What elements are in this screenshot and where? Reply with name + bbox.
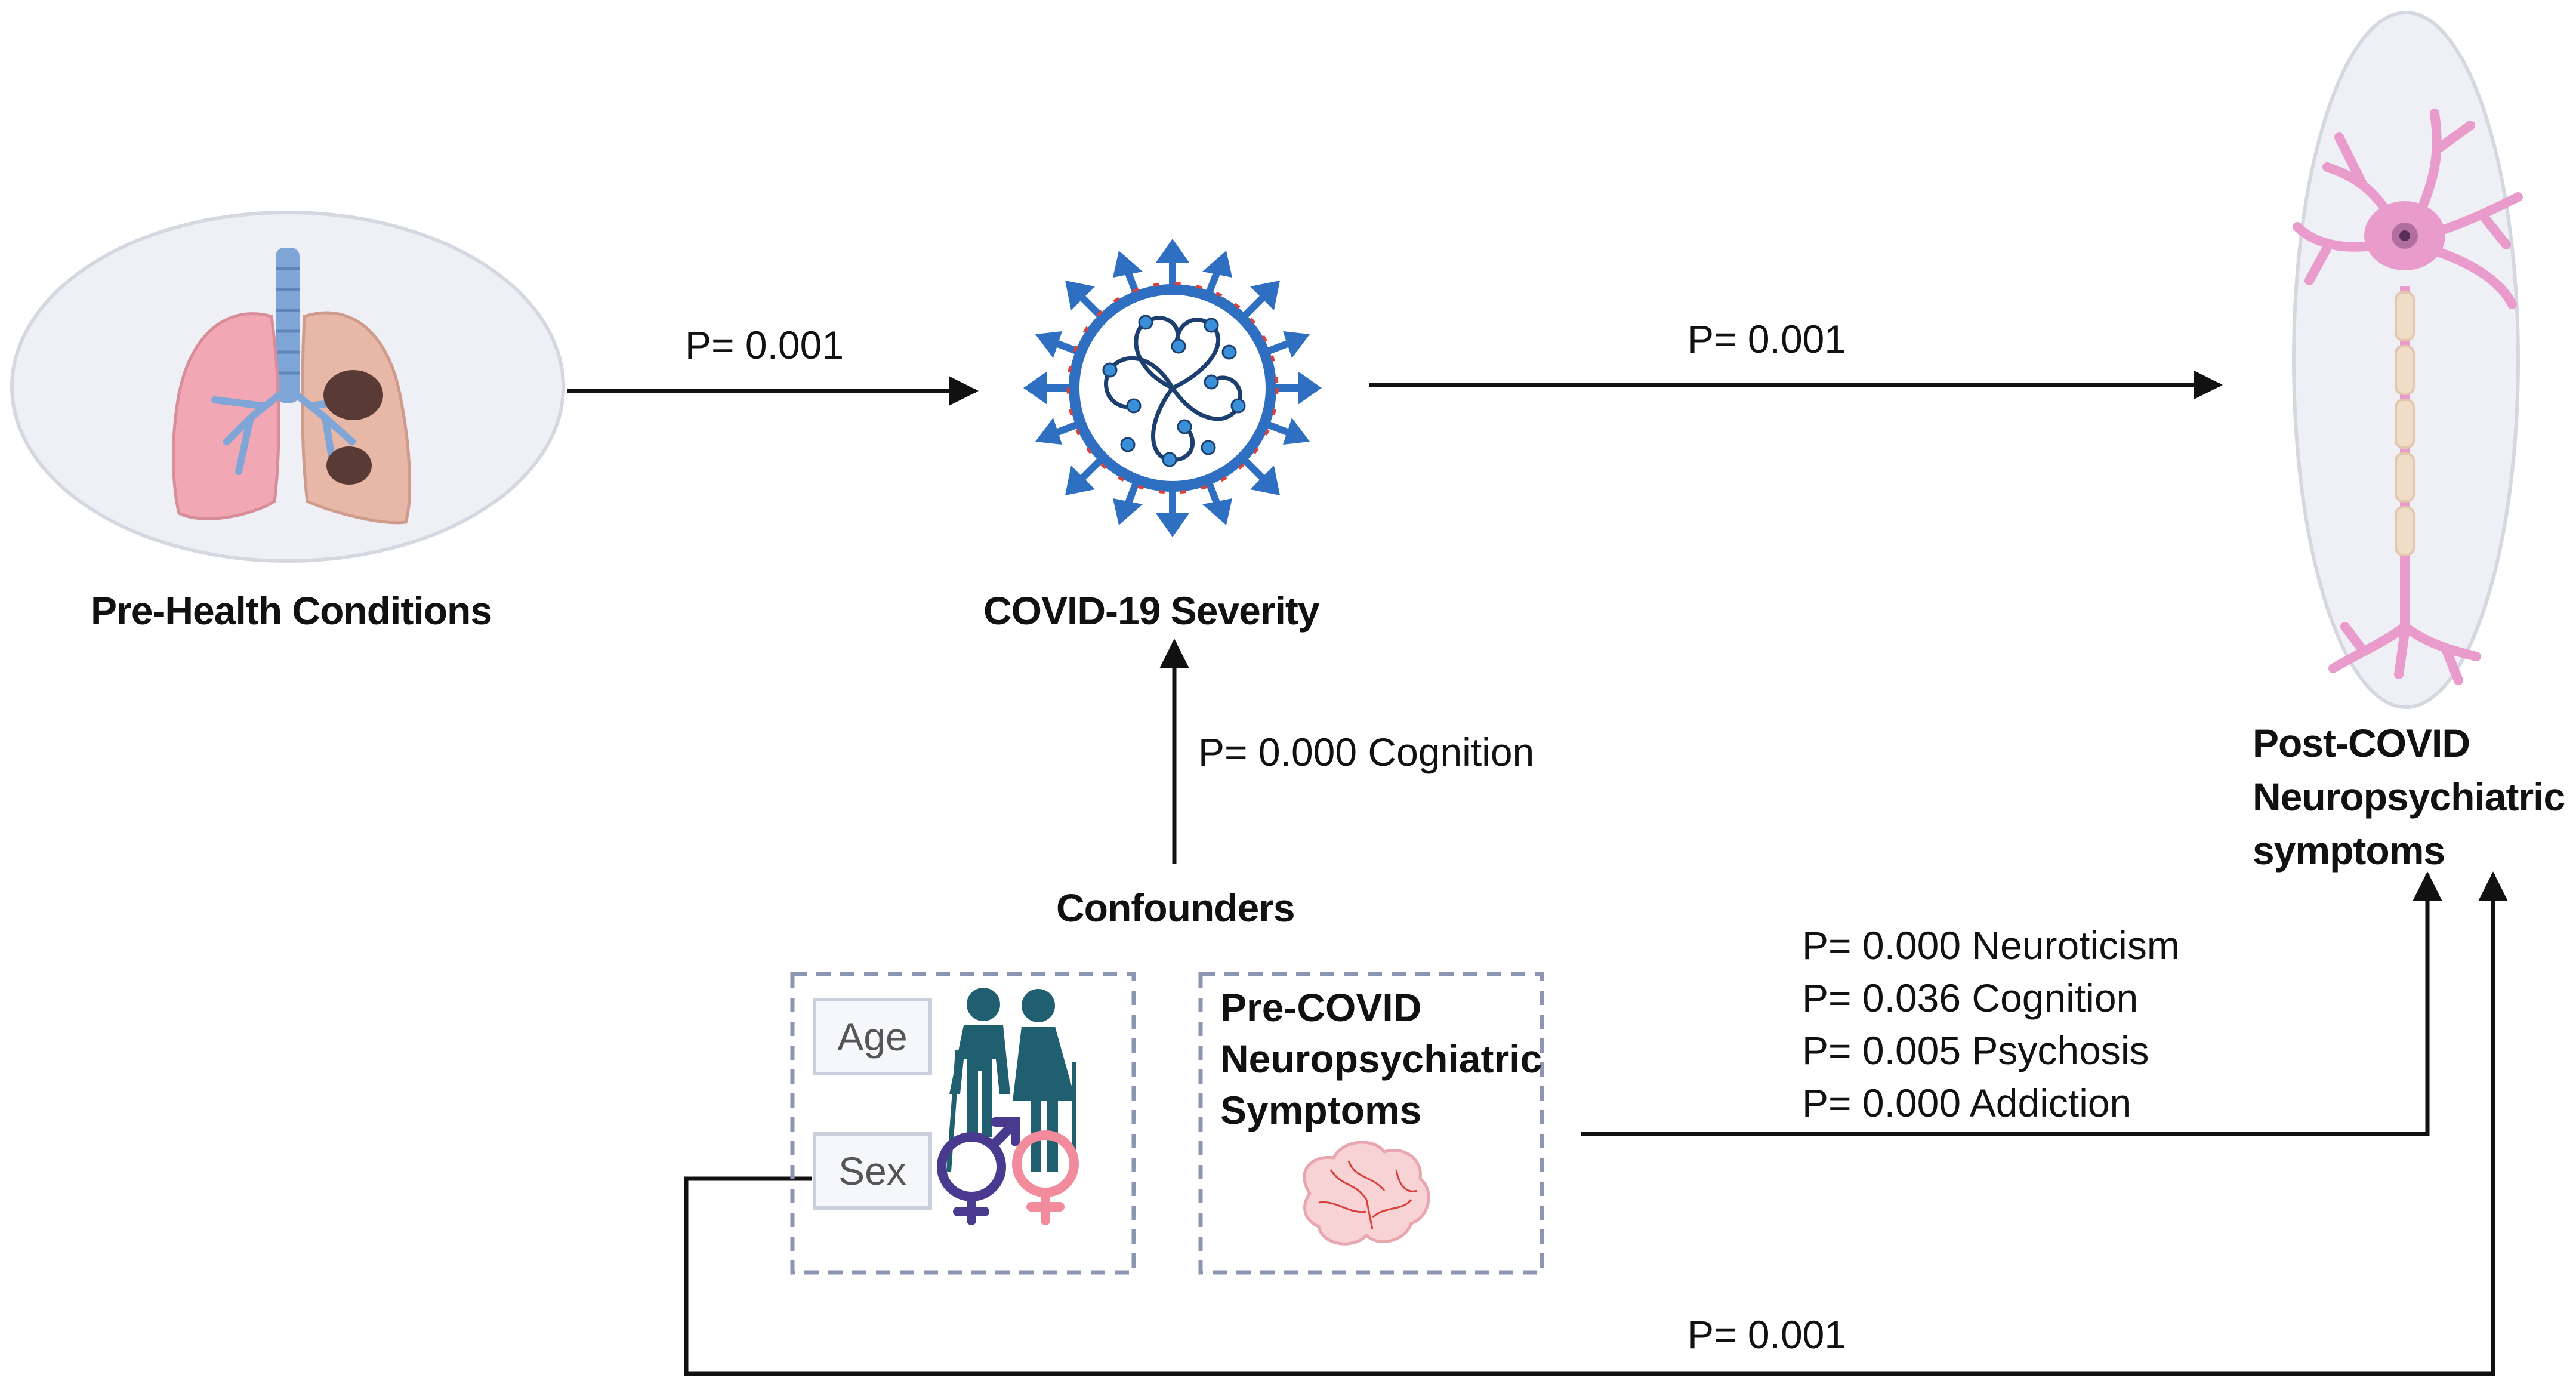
virus-icon [1023, 239, 1322, 537]
neuron-icon [2293, 109, 2523, 685]
edge-label-addiction: P= 0.000 Addiction [1802, 1081, 2132, 1125]
pre-covid-title-1: Pre-COVID [1220, 985, 1422, 1029]
pre-covid-title-2: Neuropsychiatric [1220, 1037, 1542, 1081]
covid-severity-label: COVID-19 Severity [983, 588, 1320, 633]
arrow-sex-to-post [684, 871, 2508, 1376]
pre-covid-box [1198, 972, 1544, 1275]
edge-label-sex-post: P= 0.001 [1687, 1312, 1847, 1357]
post-covid-label-2: Neuropsychiatric [2253, 775, 2565, 819]
age-tag: Age [813, 998, 932, 1075]
edge-label-confounders-severity: P= 0.000 Cognition [1198, 730, 1535, 774]
pre-covid-title-3: Symptoms [1220, 1088, 1422, 1132]
edge-labels-pre-covid-post: P= 0.000 Neuroticism P= 0.036 Cognition … [1802, 919, 2180, 1129]
post-covid-label-3: symptoms [2253, 828, 2445, 873]
pre-health-label: Pre-Health Conditions [91, 588, 492, 633]
edge-label-neuroticism: P= 0.000 Neuroticism [1802, 923, 2180, 967]
lungs-icon [172, 248, 412, 525]
edge-label-cognition: P= 0.036 Cognition [1802, 976, 2139, 1020]
edge-label-severity-post: P= 0.001 [1687, 317, 1847, 361]
post-covid-label-1: Post-COVID [2253, 721, 2470, 765]
female-symbol-icon [1012, 1130, 1079, 1225]
male-symbol-icon [937, 1117, 1020, 1225]
elderly-couple-icon [946, 988, 1076, 1172]
confounders-label: Confounders [1056, 886, 1295, 930]
pre-covid-title: Pre-COVID Neuropsychiatric Symptoms [1220, 982, 1542, 1136]
demographics-box [790, 972, 1136, 1275]
sex-tag: Sex [813, 1132, 932, 1210]
brain-icon [1303, 1141, 1430, 1246]
edge-label-pre-health-severity: P= 0.001 [685, 323, 844, 367]
edge-label-psychosis: P= 0.005 Psychosis [1802, 1028, 2149, 1072]
arrow-pre-covid-to-post [1581, 871, 2442, 1136]
